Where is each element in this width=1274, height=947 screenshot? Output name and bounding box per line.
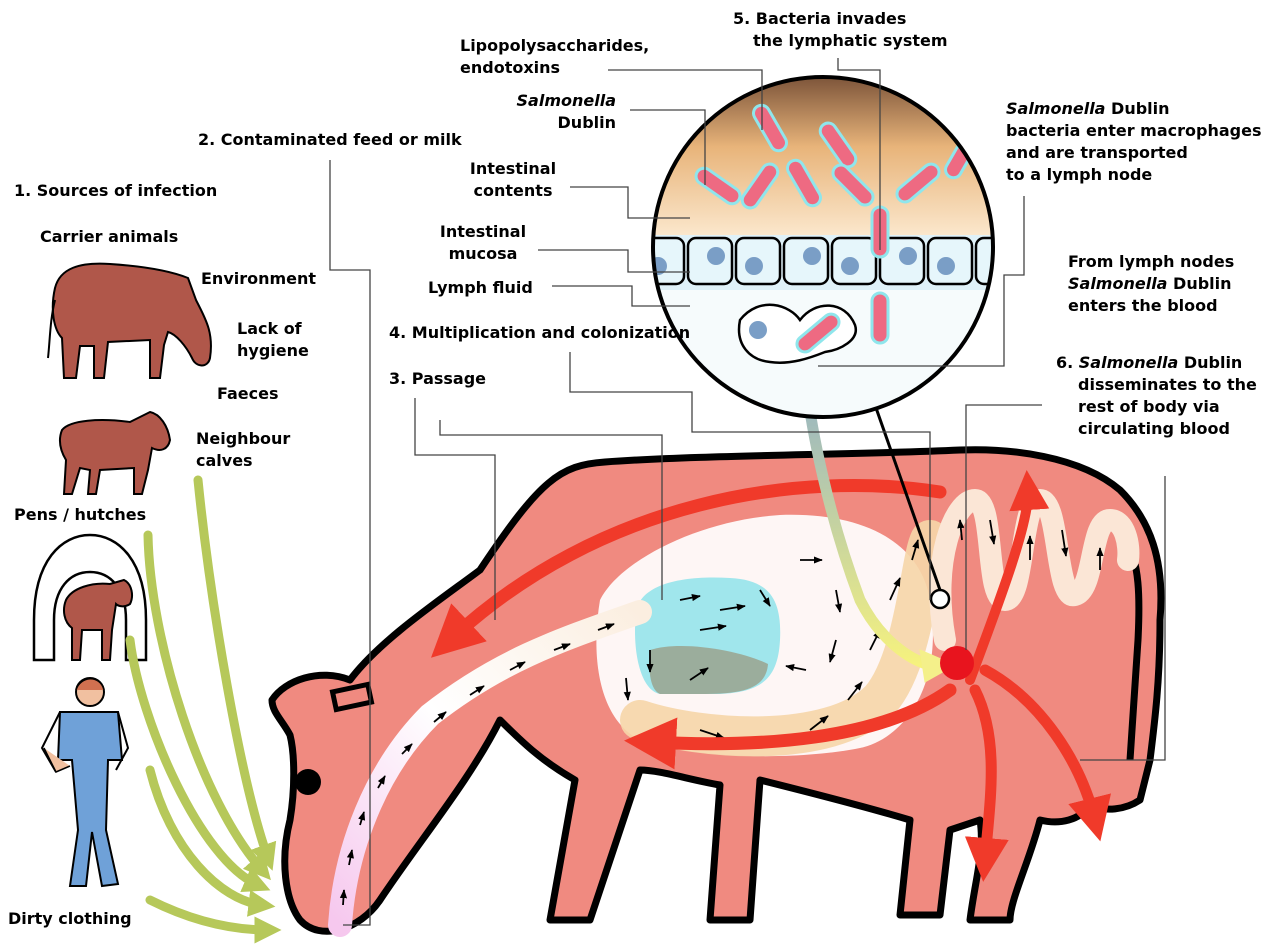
label-macro-line2: bacteria enter macrophages: [1006, 120, 1261, 142]
label-blood-line2: Dublin: [1167, 274, 1231, 293]
label-macrophage-transport: Salmonella Dublin bacteria enter macroph…: [1006, 98, 1261, 186]
label-lack-of-hygiene-line2: hygiene: [237, 340, 309, 362]
salmonella-bacterium: [872, 293, 888, 343]
farmer-icon: [42, 678, 128, 886]
lymph-node: [940, 646, 974, 680]
label-dublin: Dublin: [500, 112, 616, 134]
label-neighbour-calves: Neighbour calves: [196, 428, 290, 472]
entry-point: [931, 590, 949, 608]
label-dissem-line2: disseminates to the: [1056, 374, 1257, 396]
label-macro-line4: to a lymph node: [1006, 164, 1261, 186]
label-faeces: Faeces: [217, 383, 279, 405]
label-blood-salmonella: Salmonella: [1068, 274, 1167, 293]
label-lack-of-hygiene: Lack of hygiene: [237, 318, 309, 362]
label-lymph-fluid: Lymph fluid: [428, 277, 533, 299]
label-dissem-line3: rest of body via: [1056, 396, 1257, 418]
cell-nucleus: [995, 247, 1013, 265]
label-lps-line2: endotoxins: [460, 57, 649, 79]
label-blood-line1: From lymph nodes: [1068, 251, 1234, 273]
label-environment: Environment: [201, 268, 316, 290]
label-pens-hutches: Pens / hutches: [14, 504, 146, 526]
label-neighbour-line2: calves: [196, 450, 290, 472]
label-neighbour-line1: Neighbour: [196, 428, 290, 450]
label-lymphatic-invasion: 5. Bacteria invades the lymphatic system: [733, 8, 948, 52]
label-lack-of-hygiene-line1: Lack of: [237, 318, 309, 340]
label-contaminated-feed: 2. Contaminated feed or milk: [198, 129, 462, 151]
label-blood-line3: enters the blood: [1068, 295, 1234, 317]
label-intestinal-contents-line2: contents: [462, 180, 564, 202]
label-sources-of-infection: 1. Sources of infection: [14, 180, 217, 202]
macrophage-nucleus: [749, 321, 767, 339]
label-passage: 3. Passage: [389, 368, 486, 390]
neighbour-calf-icon: [60, 412, 170, 494]
label-intestinal-mucosa-line1: Intestinal: [432, 221, 534, 243]
magnified-intestine-view: [640, 75, 1020, 420]
label-lipopolysaccharides: Lipopolysaccharides, endotoxins: [460, 35, 649, 79]
carrier-adult-cow-icon: [48, 264, 211, 378]
label-macro-line3: and are transported: [1006, 142, 1261, 164]
label-dissem-line4: circulating blood: [1056, 418, 1257, 440]
label-macro-line1: Dublin: [1105, 99, 1169, 118]
mucosa-cell: [976, 238, 1020, 284]
label-dissemination: 6. Salmonella Dublin disseminates to the…: [1056, 352, 1257, 440]
label-salmonella-dublin: Salmonella Dublin: [500, 90, 616, 134]
cell-nucleus: [707, 247, 725, 265]
label-dissem-line1: Dublin: [1178, 353, 1242, 372]
label-lps-line1: Lipopolysaccharides,: [460, 35, 649, 57]
label-intestinal-contents-line1: Intestinal: [462, 158, 564, 180]
label-intestinal-mucosa: Intestinal mucosa: [432, 221, 534, 265]
cell-nucleus: [841, 257, 859, 275]
label-dissem-salmonella: Salmonella: [1079, 353, 1178, 372]
label-carrier-animals: Carrier animals: [40, 226, 178, 248]
label-dirty-clothing: Dirty clothing: [8, 908, 132, 930]
label-enters-blood: From lymph nodes Salmonella Dublin enter…: [1068, 251, 1234, 317]
label-intestinal-contents: Intestinal contents: [462, 158, 564, 202]
label-salmonella-italic: Salmonella: [517, 91, 616, 110]
cell-nucleus: [899, 247, 917, 265]
label-dissem-number: 6.: [1056, 353, 1079, 372]
label-macro-salmonella: Salmonella: [1006, 99, 1105, 118]
cell-nucleus: [803, 247, 821, 265]
infection-route-arrows: [130, 480, 268, 930]
cell-nucleus: [745, 257, 763, 275]
label-intestinal-mucosa-line2: mucosa: [432, 243, 534, 265]
cell-nucleus: [937, 257, 955, 275]
label-lymphatic-line2: the lymphatic system: [733, 30, 948, 52]
label-multiplication: 4. Multiplication and colonization: [389, 322, 690, 344]
label-lymphatic-line1: 5. Bacteria invades: [733, 8, 948, 30]
